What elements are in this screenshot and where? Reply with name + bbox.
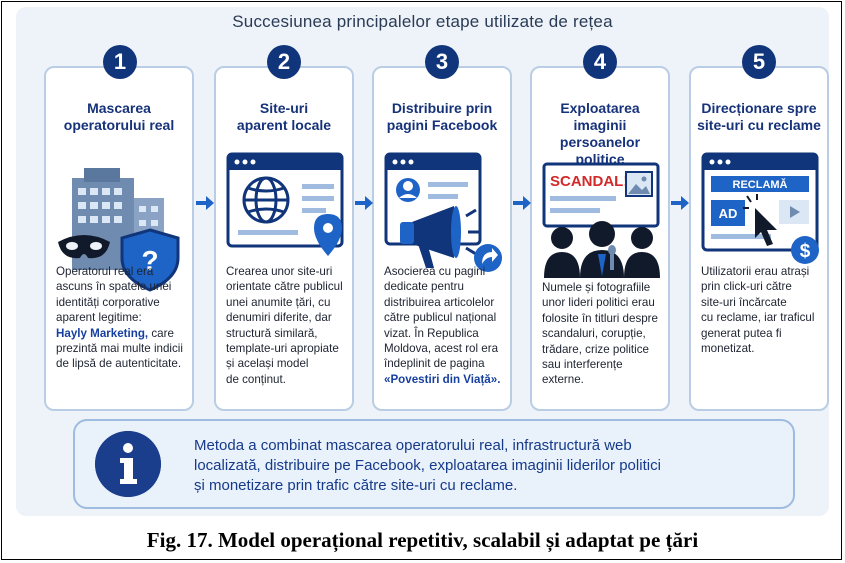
- step-card-1: Mascarea operatorului real ? Operato: [44, 66, 194, 411]
- step-3-description: Asocierea cu pagini dedicate pentru dist…: [384, 265, 501, 386]
- shield-question-icon: ?: [120, 228, 180, 292]
- cursor-icon: [743, 194, 777, 246]
- step-1-illustration: ?: [58, 168, 180, 292]
- step-card-5: Direcționare spre site-uri cu reclame RE…: [689, 66, 829, 411]
- step-5-description: Utilizatorii erau atrași prin click-uri …: [701, 265, 815, 356]
- step-number-3: 3: [425, 45, 459, 79]
- svg-text:SCANDAL!: SCANDAL!: [550, 173, 628, 190]
- infographic-title: Succesiunea principalelor etape utilizat…: [232, 12, 613, 31]
- step-2-title: Site-uri aparent locale: [236, 100, 332, 133]
- info-icon: [95, 431, 161, 497]
- step-2-illustration: [226, 152, 344, 256]
- highlight-hayly-marketing: Hayly Marketing,: [56, 326, 149, 340]
- step-card-2: Site-uri aparent locale Crearea unor sit…: [214, 66, 354, 411]
- svg-text:RECLAMĂ: RECLAMĂ: [733, 178, 788, 191]
- step-5-illustration: RECLAMĂ AD $: [701, 152, 819, 264]
- share-icon: [474, 244, 502, 272]
- arrow-right-icon: [196, 196, 214, 210]
- step-number-4: 4: [583, 45, 617, 79]
- step-number-2: 2: [267, 45, 301, 79]
- ad-page-icon: RECLAMĂ AD: [701, 152, 819, 252]
- step-1-title: Mascarea operatorului real: [63, 100, 175, 133]
- step-5-title: Direcționare spre site-uri cu reclame: [697, 100, 821, 133]
- svg-text:$: $: [800, 241, 811, 262]
- arrow-right-icon: [355, 196, 373, 210]
- step-1-description: Operatorul real era ascuns în spatele un…: [56, 265, 183, 371]
- arrow-right-icon: [513, 196, 531, 210]
- location-pin-icon: [314, 214, 342, 256]
- step-card-4: Exploatarea imaginii persoanelor politic…: [530, 66, 670, 411]
- svg-text:?: ?: [141, 245, 158, 276]
- politicians-icon: [544, 221, 660, 278]
- step-number-1: 1: [103, 45, 137, 79]
- step-4-description: Numele și fotografiile unor lideri polit…: [542, 281, 658, 387]
- dollar-icon: $: [791, 236, 819, 264]
- step-2-description: Crearea unor site-uri orientate către pu…: [226, 265, 343, 386]
- step-3-title: Distribuire prin pagini Facebook: [386, 100, 498, 133]
- step-4-illustration: SCANDAL!: [542, 162, 660, 278]
- step-3-illustration: [384, 152, 502, 272]
- step-number-5: 5: [742, 45, 776, 79]
- svg-text:AD: AD: [719, 206, 738, 221]
- step-4-title: Exploatarea imaginii persoanelor politic…: [559, 100, 641, 167]
- megaphone-icon: [400, 206, 480, 268]
- globe-icon: [242, 176, 290, 224]
- highlight-povestiri-din-viata: «Povestiri din Viață».: [384, 372, 501, 386]
- step-card-3: Distribuire prin pagini Facebook: [372, 66, 512, 411]
- summary-text: Metoda a combinat mascarea operatorului …: [194, 437, 661, 494]
- arrow-right-icon: [671, 196, 689, 210]
- mask-icon: [58, 235, 110, 259]
- photo-icon: [625, 171, 653, 197]
- summary-box: [73, 419, 795, 509]
- figure-caption: Fig. 17. Model operațional repetitiv, sc…: [146, 528, 699, 552]
